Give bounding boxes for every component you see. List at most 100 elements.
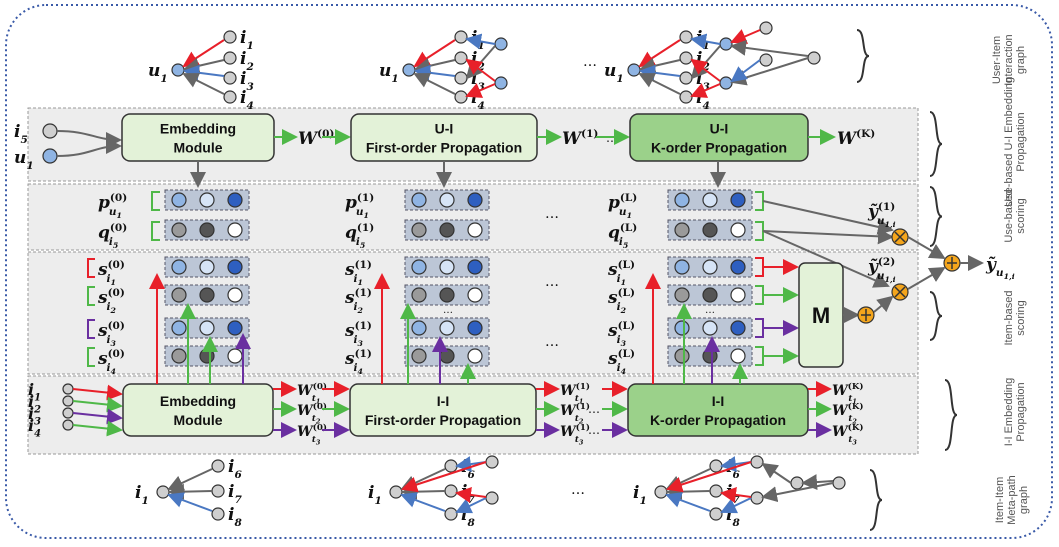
diagram-content: u1i1i2i3i4u1i1i2i3i4u1i1i2i3i4…i5u1Embed… [14, 21, 1030, 531]
ui-graph-initial-item-label: i4 [240, 88, 254, 112]
arrow-plus-to-mult2 [873, 295, 894, 313]
s-label: s(1)i4 [344, 348, 372, 376]
bracket-s0 [87, 319, 95, 339]
w1-t-label: W(1)t1 [560, 381, 590, 405]
s-embedding-row-dot [730, 320, 746, 336]
ii-graph-k-order-edge [665, 468, 711, 491]
ii-first-order-box-subtitle: First-order Propagation [365, 412, 521, 428]
ui-graph-initial-item [223, 51, 237, 65]
ui-first-order-box-subtitle: First-order Propagation [366, 140, 522, 156]
ii-graph-k-order-item [709, 459, 723, 473]
wk-t-label: W(K)t1 [832, 381, 863, 405]
p-embedding-row-dot [439, 192, 455, 208]
ui-graph-k-order-edge [639, 64, 681, 81]
ii-graph-initial-edge [168, 483, 213, 500]
ii-graph-k-order-edge [801, 474, 834, 491]
s-embedding-row-dot [674, 259, 690, 275]
ui-graph-k-order-i-extra [759, 21, 773, 35]
ii-graph-k-order-extra [750, 455, 764, 469]
input-item-label: i1 [28, 380, 41, 403]
q-label: q(0)i5 [98, 222, 127, 250]
ii-graph-initial-item-label: i7 [228, 482, 242, 506]
s-label: s(1)i2 [344, 287, 372, 315]
ii-first-order-box [349, 383, 537, 437]
arrow-input-to-embed [72, 384, 123, 401]
arrow-pL-to-mult [762, 200, 894, 235]
q-embedding-row-dot [199, 222, 215, 238]
q-embedding-row-dot [439, 222, 455, 238]
ii-graph-initial-item [211, 484, 225, 498]
ui-graph-initial-item [223, 90, 237, 104]
ii-graph-first-order-edge [401, 461, 487, 493]
ii-graph-first-order-extra [485, 455, 499, 469]
ui-graph-k-order-i-extra [759, 53, 773, 67]
w0-t-label: W(0)t2 [297, 401, 327, 425]
ui-embedding-module-subtitle: Module [174, 140, 223, 156]
s-label: s(L)i2 [607, 287, 635, 315]
input-item-node [62, 395, 74, 407]
ui-graph-first-order-item [454, 30, 468, 44]
arrow-qL-to-mult2 [762, 230, 890, 288]
input-i5-label: i5 [14, 122, 28, 146]
side-label-user-scoring: Use-basedscoring [1003, 189, 1027, 242]
ii-graph-first-order-i1 [389, 485, 403, 499]
w0-t-label: W(0)t1 [297, 381, 327, 405]
ellipsis-top: … [583, 54, 597, 70]
input-item-node [62, 383, 74, 395]
ii-embedding-module-subtitle: Module [174, 412, 223, 428]
input-u1-arrow [56, 138, 122, 157]
ui-embedding-module-title: Embedding [160, 121, 236, 137]
input-item-node [62, 419, 74, 431]
ui-graph-initial-u1 [171, 63, 185, 77]
ui-graph-k-order-item [679, 30, 693, 44]
arrow-input-to-embed [72, 408, 123, 425]
brace-item-scoring [929, 291, 943, 341]
ui-graph-initial-edge [182, 73, 225, 95]
s-label: s(L)i1 [607, 259, 635, 287]
ii-graph-k-order-item-label: i8 [726, 505, 740, 529]
s-embedding-row-dot [439, 348, 455, 364]
ii-graph-initial-i1 [156, 485, 170, 499]
wk-t-label: W(K)t2 [832, 401, 863, 425]
ii-graph-k-order-edge [665, 492, 711, 512]
ii-k-order-box-subtitle: K-order Propagation [650, 412, 786, 428]
ellipsis-ii-row: … [588, 402, 600, 416]
ui-graph-k-order-edge [638, 73, 681, 95]
brace-user-scoring [929, 186, 943, 247]
ui-graph-k-order-u1-label: u1 [604, 61, 624, 85]
s-embedding-row-dot [674, 348, 690, 364]
ui-graph-k-order-item-label: i4 [696, 88, 710, 112]
p-label: p(L)u1 [608, 192, 637, 220]
ii-graph-k-order-item [709, 507, 723, 521]
ii-graph-first-order-i1-label: i1 [368, 483, 382, 507]
p-embedding-row-dot [171, 192, 187, 208]
side-label-ii-prop: I-I EmbeddingPropagation [1003, 378, 1027, 446]
wk-label: W(K) [837, 128, 875, 149]
s-embedding-row-dot [199, 320, 215, 336]
bracket-q0 [151, 221, 160, 241]
brace-ui-graph [856, 29, 870, 83]
s-embedding-row-dot [730, 287, 746, 303]
s-label: s(0)i4 [97, 348, 125, 376]
p-embedding-row-dot [199, 192, 215, 208]
s-embedding-row-dot [227, 287, 243, 303]
input-item-node [62, 407, 74, 419]
ii-graph-k-order-edge [761, 462, 792, 484]
ii-embedding-module-title: Embedding [160, 393, 236, 409]
input-item-label: i3 [28, 404, 41, 427]
arrow-mult1-to-final [907, 236, 946, 260]
ii-graph-first-order-item [444, 484, 458, 498]
ii-graph-first-order-edge [400, 468, 446, 491]
s-embedding-row-dot [674, 287, 690, 303]
ui-graph-first-order-u1-label: u1 [379, 61, 399, 85]
ellipsis-small: … [443, 305, 453, 316]
ii-graph-first-order-item-label: i8 [461, 505, 475, 529]
mult-user-score-stroke [894, 231, 906, 243]
brace-ii-prop [944, 379, 958, 451]
ui-graph-k-order-i-extra [807, 51, 821, 65]
y1-score-label: ỹ(1)u1,i [867, 201, 896, 229]
input-item-label: i4 [28, 416, 41, 439]
ii-graph-first-order-edge [455, 486, 487, 503]
arrow-input-to-embed [72, 396, 123, 413]
